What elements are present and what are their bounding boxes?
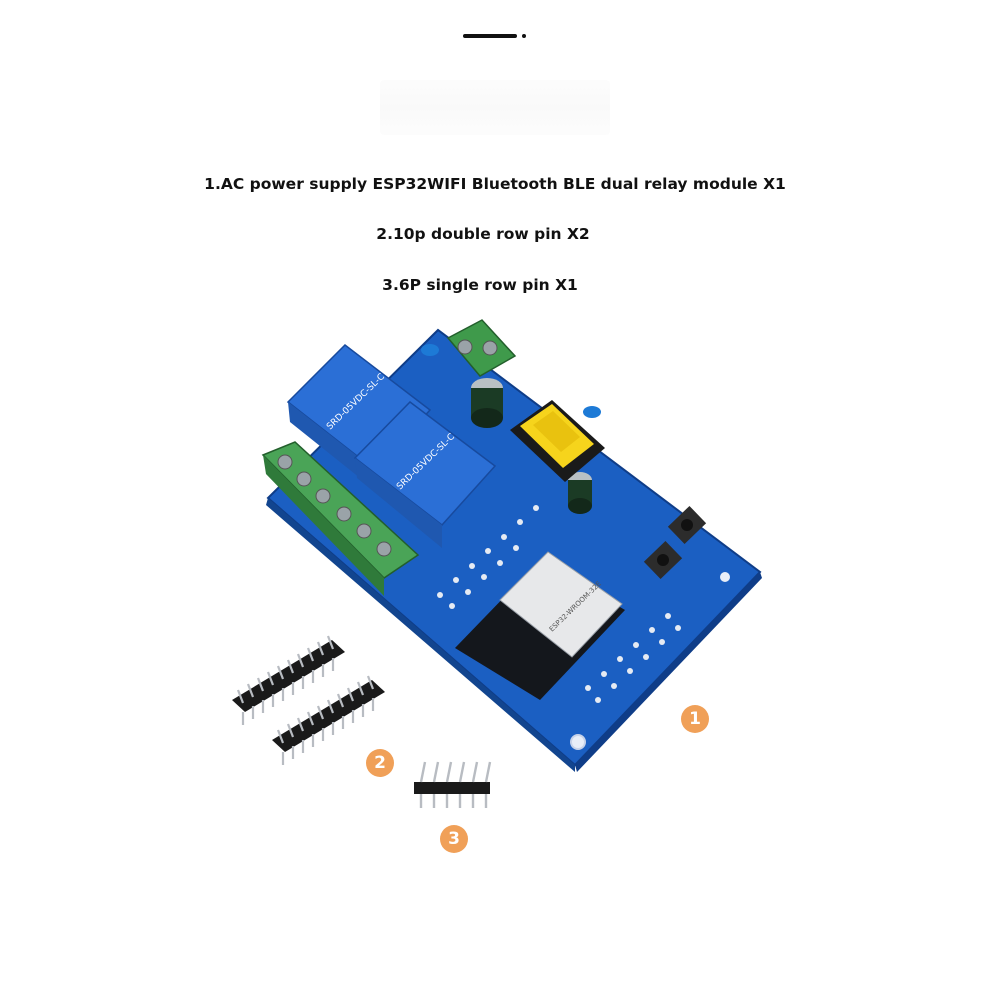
- double-row-header-2: [272, 675, 385, 765]
- ac-transformer: [510, 400, 605, 482]
- item-line-3: 3.6P single row pin X1: [382, 276, 578, 294]
- push-buttons: [643, 505, 707, 580]
- faint-background-band: [380, 80, 610, 135]
- pin-hole-rows: [437, 505, 681, 703]
- item-line-2: 2.10p double row pin X2: [376, 225, 590, 243]
- item-line-1: 1.AC power supply ESP32WIFI Bluetooth BL…: [204, 175, 786, 193]
- badge-3: 3: [440, 825, 468, 853]
- badge-2: 2: [366, 749, 394, 777]
- handle-dot: [522, 34, 526, 38]
- relay-2: SRD-05VDC-SL-C: [353, 401, 497, 548]
- handle-bar: [463, 34, 517, 38]
- product-photo: SRD-05VDC-SL-C SRD-05VDC-SL-C ESP32-WROO…: [232, 319, 762, 808]
- double-row-header-1: [232, 635, 345, 725]
- capacitors: [421, 344, 601, 514]
- esp32-module: ESP32-WROOM-32E: [455, 551, 625, 700]
- drag-handle-icon: [463, 33, 527, 39]
- relay-terminals: [261, 441, 420, 596]
- badge-1: 1: [681, 705, 709, 733]
- power-terminal: [446, 319, 517, 377]
- single-row-header: [414, 761, 492, 808]
